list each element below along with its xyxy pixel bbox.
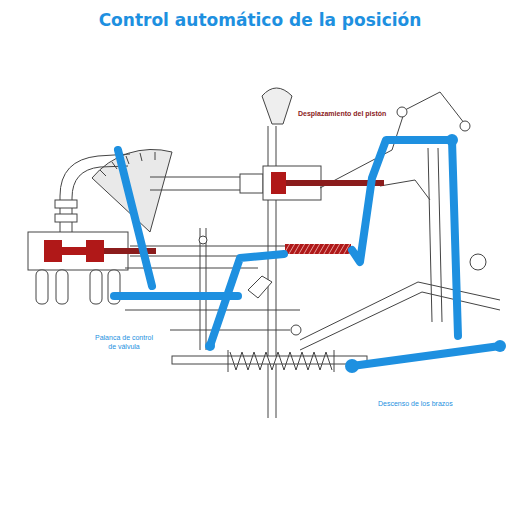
label-text: Desplazamiento del pistón <box>298 110 386 117</box>
control-linkage <box>114 140 500 366</box>
arms-label: Descenso de los brazos <box>378 400 453 409</box>
lever-label: Palanca de control de válvula <box>92 334 156 352</box>
linkage-joints <box>205 134 506 373</box>
diagram-title: Control automático de la posición <box>0 10 520 30</box>
label-text: Palanca de control de válvula <box>95 334 153 350</box>
label-text: Descenso de los brazos <box>378 400 453 407</box>
piston-label: Desplazamiento del pistón <box>298 110 386 119</box>
hydraulic-pistons <box>44 172 384 262</box>
frame-lines <box>28 88 500 418</box>
